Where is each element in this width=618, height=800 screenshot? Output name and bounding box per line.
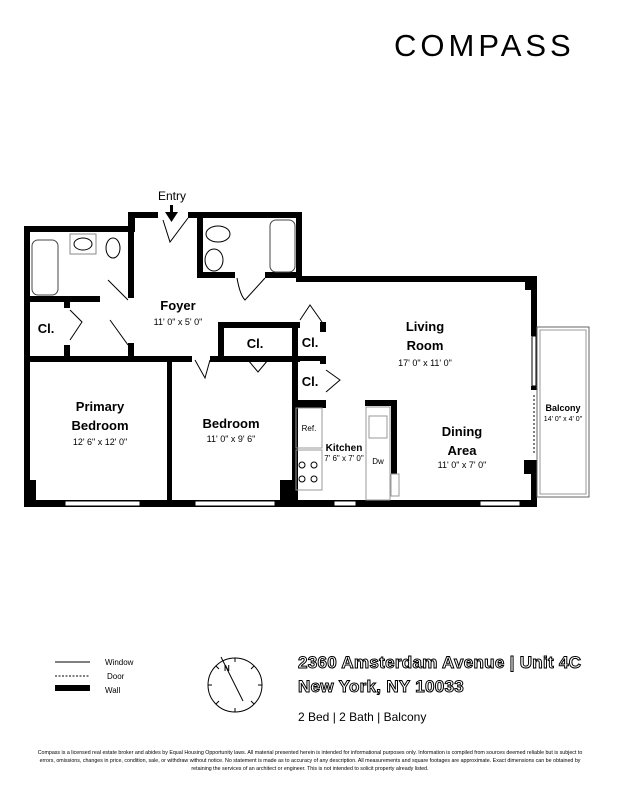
legend: Window Door Wall <box>55 658 134 695</box>
legend-window: Window <box>105 658 134 667</box>
closet-label: Cl. <box>302 374 319 389</box>
bedroom-name: Bedroom <box>202 416 259 431</box>
svg-text:N: N <box>224 664 230 673</box>
dishwasher-label: Dw <box>372 457 384 466</box>
floor-plan: Entry Foyer 11' 0" x 5' 0" Living Room 1… <box>24 189 590 507</box>
address-line-2: New York, NY 10033 <box>297 677 465 697</box>
foyer-name: Foyer <box>160 298 195 313</box>
closet-label: Cl. <box>247 336 264 351</box>
disclaimer: Compass is a licensed real estate broker… <box>37 750 583 772</box>
closet-label: Cl. <box>302 335 319 350</box>
primary-name-1: Primary <box>76 399 125 414</box>
primary-size: 12' 6" x 12' 0" <box>73 437 127 447</box>
fixtures <box>31 217 590 507</box>
legend-wall: Wall <box>105 686 120 695</box>
entry-arrow-icon <box>165 205 178 222</box>
dining-size: 11' 0" x 7' 0" <box>438 460 487 470</box>
address-line-1: 2360 Amsterdam Avenue | Unit 4C <box>297 653 582 673</box>
living-size: 17' 0" x 11' 0" <box>398 358 452 368</box>
dining-name-1: Dining <box>442 424 482 439</box>
entry-label: Entry <box>158 189 186 203</box>
living-name-1: Living <box>406 319 444 334</box>
legend-door: Door <box>107 672 125 681</box>
balcony-name: Balcony <box>545 403 580 413</box>
living-name-2: Room <box>407 338 444 353</box>
dining-name-2: Area <box>448 443 478 458</box>
closet-label: Cl. <box>38 321 55 336</box>
compass-logo: COMPASS <box>394 28 575 63</box>
bedroom-size: 11' 0" x 9' 6" <box>207 434 256 444</box>
fridge-label: Ref. <box>302 424 317 433</box>
foyer-size: 11' 0" x 5' 0" <box>154 317 203 327</box>
kitchen-size: 7' 6" x 7' 0" <box>324 454 364 463</box>
listing-features: 2 Bed | 2 Bath | Balcony <box>298 710 427 724</box>
kitchen-name: Kitchen <box>326 443 363 454</box>
primary-name-2: Bedroom <box>71 418 128 433</box>
balcony-size: 14' 0" x 4' 0" <box>544 416 583 423</box>
north-compass-icon: N <box>207 656 263 713</box>
walls <box>24 212 537 507</box>
